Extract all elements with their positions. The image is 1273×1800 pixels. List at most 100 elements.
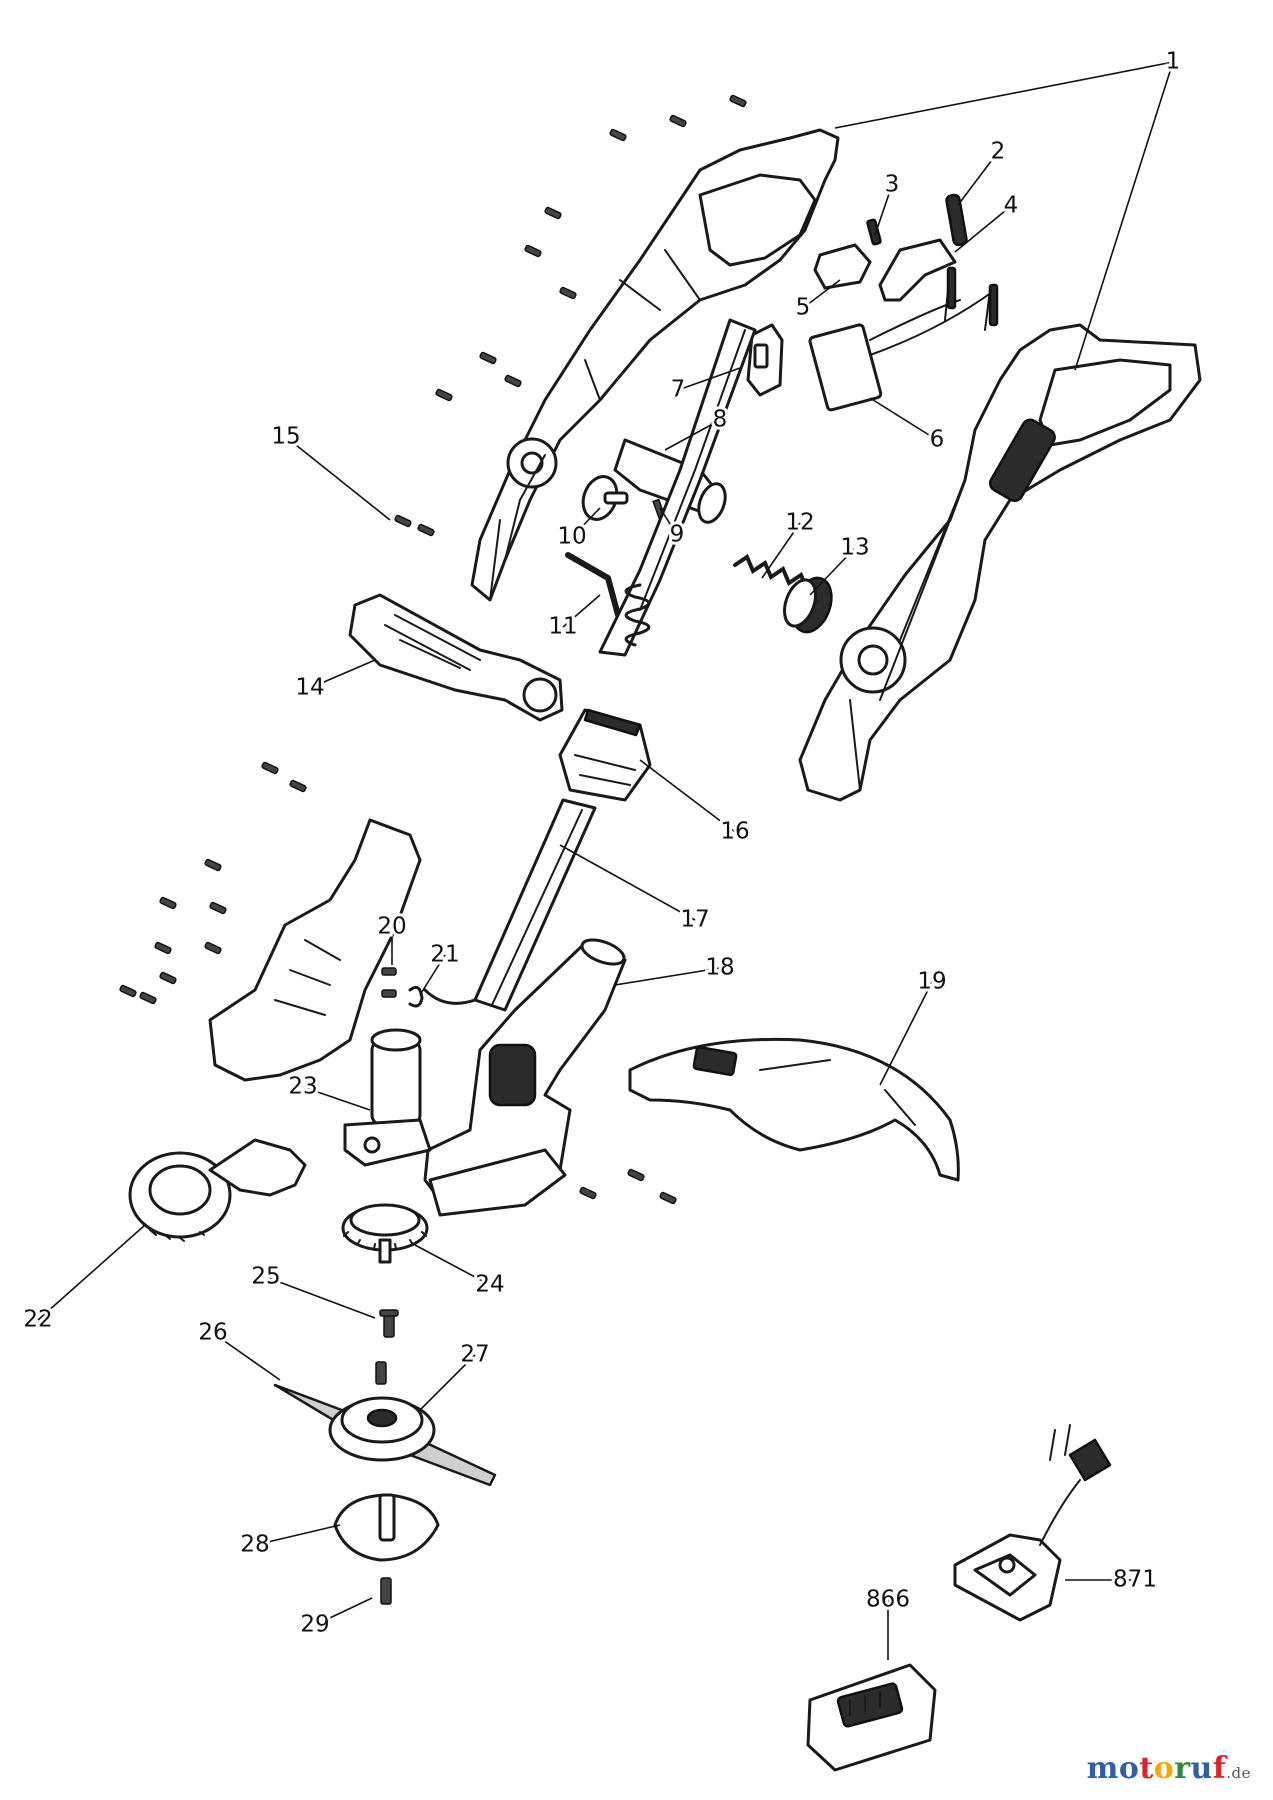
leader-line-13 [809,547,856,596]
callout-label-11: 11 [548,614,577,640]
callout-label-13: 13 [840,535,869,561]
leader-line-21 [419,954,446,996]
loose-screw [659,1191,677,1205]
callout-label-4: 4 [1004,193,1019,219]
loose-screw [627,1168,645,1182]
callout-label-6: 6 [930,427,945,453]
leader-line-3 [874,184,893,236]
spool-cover [333,1493,440,1562]
callout-label-23: 23 [288,1074,317,1100]
loose-screw [159,971,177,985]
screw-25 [379,1309,399,1338]
callout-label-866: 866 [866,1587,910,1613]
edge-guide-wheel [128,1138,307,1242]
leader-line-27 [419,1354,476,1411]
leader-line-26 [212,1332,281,1381]
callout-label-29: 29 [300,1612,329,1638]
loose-screw [544,206,562,220]
callout-label-14: 14 [295,675,324,701]
loose-screw [479,351,497,365]
leader-line-1 [834,61,1174,129]
leader-line-18 [614,967,721,986]
callout-label-24: 24 [475,1272,504,1298]
callout-label-12: 12 [785,510,814,536]
loose-screw [559,286,577,300]
watermark-letter: f [1212,1751,1227,1786]
callout-label-15: 15 [271,424,300,450]
callout-label-16: 16 [720,819,749,845]
wiring-switch-module [808,266,999,412]
battery-pack [806,1663,937,1772]
handle-left-half [470,128,840,602]
callout-label-19: 19 [917,969,946,995]
leader-line-24 [414,1244,491,1286]
battery-charger [953,1424,1112,1622]
leader-line-25 [265,1276,376,1319]
loose-screw [204,858,222,872]
switch-button [813,243,872,290]
callout-label-5: 5 [796,295,811,321]
callout-label-9: 9 [670,522,685,548]
handle-right-half [798,323,1202,802]
callout-label-3: 3 [885,172,900,198]
leader-line-7 [677,367,741,391]
loose-screw [394,514,412,528]
callout-label-28: 28 [240,1532,269,1558]
watermark-letter: r [1174,1751,1191,1786]
auxiliary-handle [348,593,564,722]
callout-label-25: 25 [251,1264,280,1290]
switch-spring [945,193,968,247]
loose-screw [261,761,279,775]
leader-line-15 [285,436,391,521]
leader-line-6 [869,397,938,441]
shaft-spring-coil [624,583,651,647]
motor-housing [423,938,627,1217]
loose-screw [417,523,435,537]
locking-knob [581,475,629,521]
callout-label-1: 1 [1166,49,1181,75]
loose-screw [524,244,542,258]
motor [343,1028,432,1167]
drive-gear [341,1203,429,1264]
callout-label-2: 2 [991,139,1006,165]
watermark-logo: motoruf.de [1087,1751,1251,1786]
leader-line-29 [314,1597,373,1626]
leader-lines [37,61,1174,1660]
telescopic-lock-collar [558,708,652,802]
watermark-letter: o [1118,1751,1140,1786]
callout-label-22: 22 [23,1307,52,1333]
loose-screw [609,128,627,142]
loose-screw [579,1186,597,1200]
leader-line-14 [309,659,376,689]
telescopic-shaft-lower [423,798,597,1012]
callout-label-27: 27 [460,1342,489,1368]
hex-key [565,552,621,618]
leader-line-22 [37,1224,146,1321]
trimmer-guard [628,1037,960,1182]
leader-line-11 [562,594,601,628]
watermark-letter: t [1139,1751,1154,1786]
watermark-suffix: .de [1226,1764,1251,1782]
loose-screw [139,991,157,1005]
callout-label-20: 20 [377,914,406,940]
watermark-brand: motoruf [1087,1751,1227,1786]
callout-label-871: 871 [1113,1567,1157,1593]
loose-screw [435,388,453,402]
clip-21 [408,985,424,1008]
switch-pcb [746,323,784,397]
loose-screw [289,779,307,793]
callout-label-18: 18 [705,955,734,981]
screws-20 [381,967,397,998]
loose-screw [159,896,177,910]
lock-pin [866,218,882,246]
leader-line-23 [302,1086,371,1111]
leader-line-28 [254,1524,341,1546]
watermark-letter: u [1190,1751,1213,1786]
screw-29 [380,1577,392,1605]
leader-line-2 [957,151,999,206]
loose-screw [209,901,227,915]
callout-labels: 1234567891011121314151617181920212223242… [20,46,1183,1641]
leader-line-4 [954,205,1012,253]
leader-line-10 [571,507,601,538]
